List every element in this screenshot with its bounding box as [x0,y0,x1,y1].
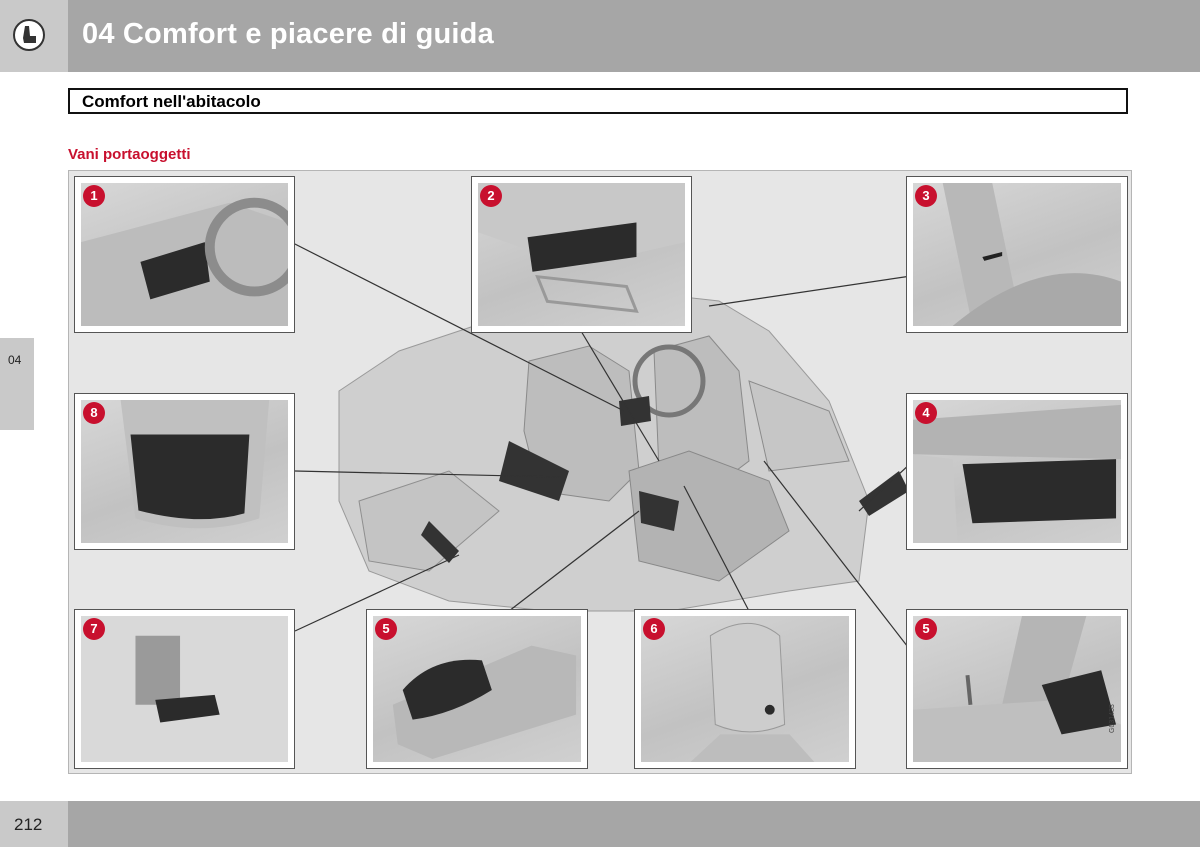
callout-badge: 1 [83,185,105,207]
inset-ticket-holder: 3 [906,176,1128,333]
inset-center-console: 5 [906,609,1128,769]
callout-badge: 8 [83,402,105,424]
inset-glovebox: 4 [906,393,1128,550]
inset-seat-back-pocket: 8 [74,393,295,550]
side-tab-label: 04 [8,353,22,367]
section-box: Comfort nell'abitacolo [68,88,1128,114]
seat-icon [13,19,45,51]
inset-center-armrest: 5 [366,609,588,769]
inset-headrest: 6 [634,609,856,769]
subsection-title: Vani portaoggetti [68,146,191,163]
inset-rear-armrest: 7 [74,609,295,769]
callout-badge: 7 [83,618,105,640]
interior-overview-drawing [288,240,912,732]
callout-badge: 5 [375,618,397,640]
side-tab: 04 [0,338,34,430]
interior-illustration: 1 2 3 8 [68,170,1132,774]
inset-door-pocket: 1 [74,176,295,333]
footer-number-block: 212 [0,801,68,847]
inset-under-seat-drawer: 2 [471,176,692,333]
section-title: Comfort nell'abitacolo [82,92,261,111]
callout-badge: 6 [643,618,665,640]
chapter-title: 04 Comfort e piacere di guida [82,18,494,50]
page-footer: 212 [0,801,1200,847]
callout-badge: 3 [915,185,937,207]
header-icon-block [0,0,68,72]
page-header: 04 Comfort e piacere di guida [0,0,1200,72]
callout-badge: 5 [915,618,937,640]
page-number: 212 [14,815,43,834]
callout-badge: 2 [480,185,502,207]
figure-code: G031433 [1109,704,1116,733]
callout-badge: 4 [915,402,937,424]
